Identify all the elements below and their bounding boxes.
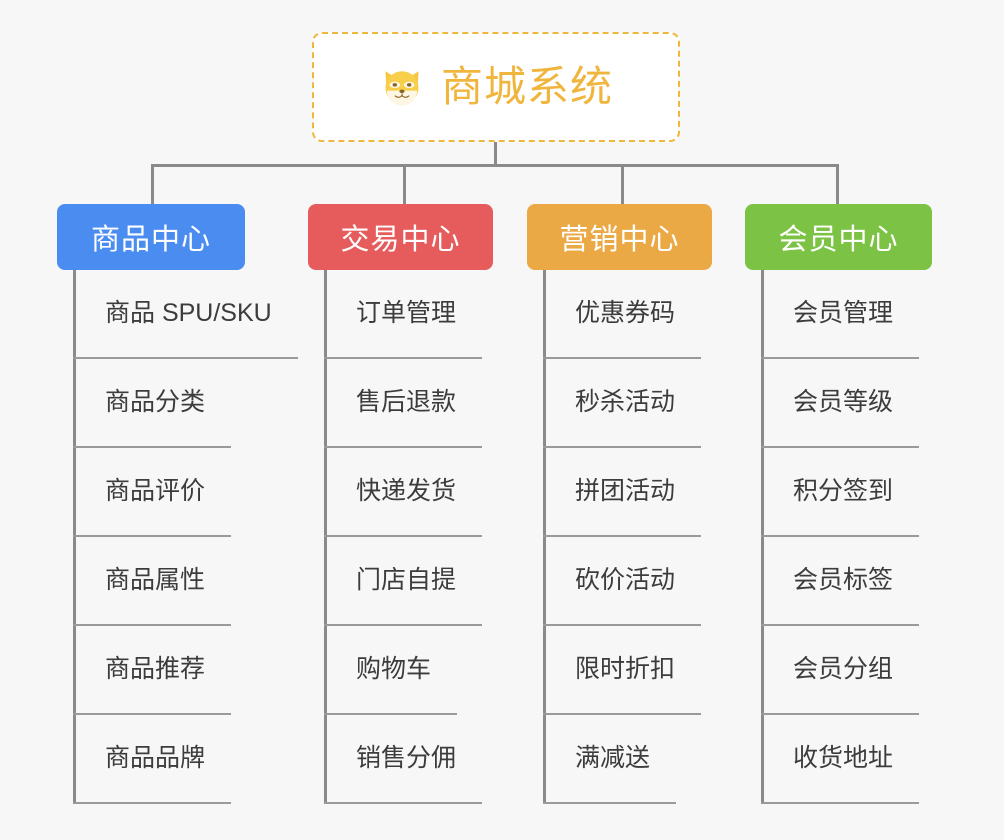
leaf-item[interactable]: 商品 SPU/SKU bbox=[73, 270, 298, 359]
branch-header-2[interactable]: 交易中心 bbox=[308, 204, 493, 270]
leaf-item[interactable]: 商品属性 bbox=[73, 537, 232, 626]
leaf-item[interactable]: 快递发货 bbox=[324, 448, 483, 537]
branch-header-label-3: 营销中心 bbox=[559, 224, 680, 256]
leaf-item[interactable]: 限时折扣 bbox=[543, 626, 702, 715]
leaf-item[interactable]: 售后退款 bbox=[324, 359, 483, 448]
branch-header-4[interactable]: 会员中心 bbox=[745, 204, 932, 270]
leaf-item[interactable]: 秒杀活动 bbox=[543, 359, 702, 448]
leaf-item[interactable]: 商品分类 bbox=[73, 359, 232, 448]
leaf-item[interactable]: 会员标签 bbox=[761, 537, 920, 626]
leaf-item[interactable]: 优惠券码 bbox=[543, 270, 702, 359]
connector-root-stem bbox=[494, 142, 497, 166]
branch-header-3[interactable]: 营销中心 bbox=[527, 204, 712, 270]
leaf-item[interactable]: 会员分组 bbox=[761, 626, 920, 715]
branch-header-label-1: 商品中心 bbox=[90, 224, 211, 256]
shiba-dog-face-icon bbox=[379, 64, 425, 110]
leaf-item[interactable]: 销售分佣 bbox=[324, 715, 483, 804]
leaf-item[interactable]: 砍价活动 bbox=[543, 537, 702, 626]
leaf-item[interactable]: 门店自提 bbox=[324, 537, 483, 626]
root-node-shop-system[interactable]: 商城系统 bbox=[312, 32, 680, 142]
leaf-item[interactable]: 会员管理 bbox=[761, 270, 920, 359]
connector-horizontal-bus bbox=[151, 164, 839, 167]
connector-drop-branch-4 bbox=[836, 164, 839, 206]
connector-drop-branch-3 bbox=[621, 164, 624, 206]
leaf-item[interactable]: 会员等级 bbox=[761, 359, 920, 448]
branch-header-label-4: 会员中心 bbox=[778, 224, 899, 256]
root-node-label: 商城系统 bbox=[440, 63, 613, 110]
leaf-item[interactable]: 订单管理 bbox=[324, 270, 483, 359]
leaf-item[interactable]: 收货地址 bbox=[761, 715, 920, 804]
leaf-item[interactable]: 商品品牌 bbox=[73, 715, 232, 804]
leaf-item[interactable]: 拼团活动 bbox=[543, 448, 702, 537]
branch-header-label-2: 交易中心 bbox=[340, 224, 461, 256]
leaf-item[interactable]: 商品推荐 bbox=[73, 626, 232, 715]
leaf-item[interactable]: 满减送 bbox=[543, 715, 677, 804]
connector-drop-branch-2 bbox=[403, 164, 406, 206]
connector-drop-branch-1 bbox=[151, 164, 154, 206]
leaf-item[interactable]: 商品评价 bbox=[73, 448, 232, 537]
branch-header-1[interactable]: 商品中心 bbox=[57, 204, 245, 270]
leaf-item[interactable]: 积分签到 bbox=[761, 448, 920, 537]
leaf-item[interactable]: 购物车 bbox=[324, 626, 458, 715]
